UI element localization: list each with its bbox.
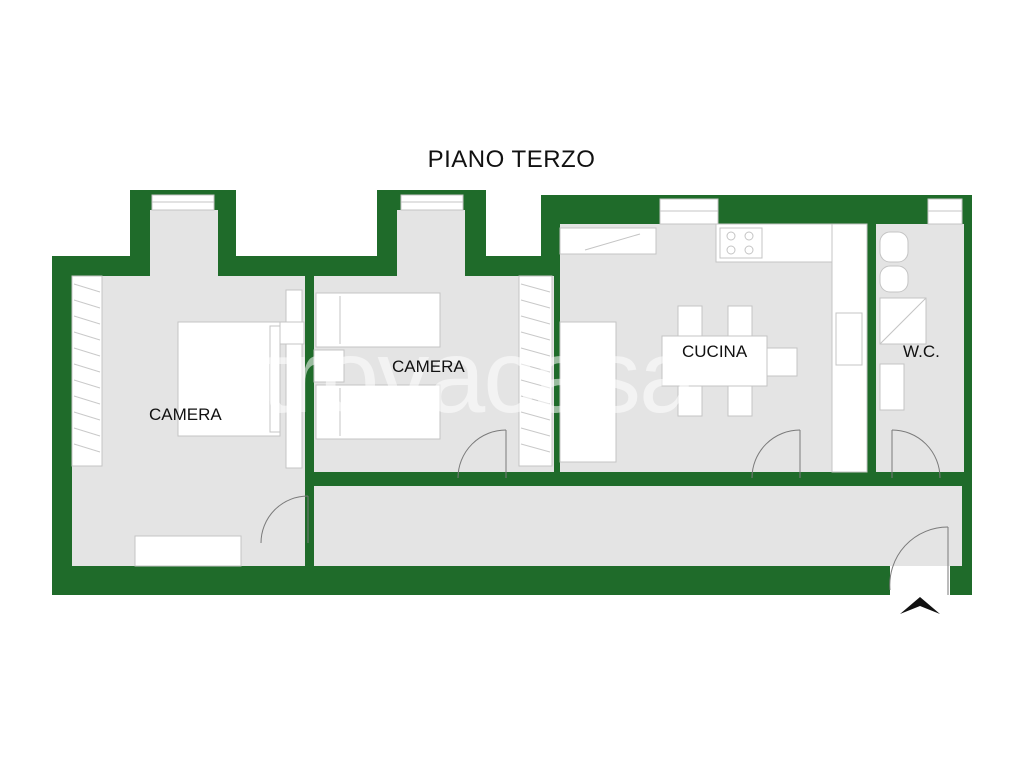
alcove-floor-camera-2 (397, 210, 465, 280)
double-bed (177, 321, 281, 437)
partition-camera2-cucina (554, 256, 560, 482)
partition-corridor-right (800, 476, 890, 484)
partition-corridor-left (314, 472, 460, 486)
camera-1-furniture (134, 321, 305, 567)
chair-bottom-2 (727, 385, 753, 417)
corridor-floor (314, 486, 962, 566)
room-label-wc: W.C. (903, 342, 940, 361)
camera-2-furniture (313, 292, 441, 440)
cucina-furniture (559, 223, 868, 473)
desk (134, 535, 242, 567)
single-bed-bottom (315, 384, 441, 440)
entrance-door (889, 526, 949, 595)
door-camera-1 (260, 495, 309, 544)
door-cucina (751, 429, 801, 479)
partition-camera1-camera2 (305, 276, 314, 494)
stove (719, 227, 763, 259)
wardrobes (71, 275, 553, 467)
single-bed-top (315, 292, 441, 348)
chair-top-1 (677, 305, 703, 337)
watermark: trovacasa (262, 319, 697, 435)
bidet (879, 231, 909, 263)
chair-side (766, 347, 798, 377)
partitions (305, 224, 964, 566)
floor-areas (72, 210, 964, 566)
partition-corridor-end (942, 476, 964, 484)
door-wc (891, 429, 941, 479)
bedside-table (279, 321, 305, 345)
nightstand (313, 349, 345, 383)
entrance-opening (890, 566, 950, 595)
doors (260, 429, 941, 544)
floor-title: PIANO TERZO (427, 146, 596, 173)
room-label-camera-1: CAMERA (149, 405, 222, 424)
partition-corridor-mid (508, 476, 752, 484)
room-label-cucina: CUCINA (682, 342, 748, 361)
room-label-camera-2: CAMERA (392, 357, 465, 376)
shelf (559, 227, 657, 255)
bed-pillows (269, 325, 281, 433)
chair-top-2 (727, 305, 753, 337)
partition-camera1-corridor (305, 545, 314, 566)
washbasin (879, 363, 905, 411)
room-floor-wc (876, 224, 964, 472)
toilet (879, 265, 909, 293)
partition-cucina-wc (867, 224, 876, 482)
entrance-arrow-icon (900, 597, 940, 614)
alcove-floor-camera-1 (150, 210, 218, 280)
sofa (559, 321, 617, 463)
chair-bottom-1 (677, 385, 703, 417)
wc-fixtures (879, 231, 927, 411)
door-camera-2 (457, 429, 507, 479)
sink (835, 312, 863, 366)
